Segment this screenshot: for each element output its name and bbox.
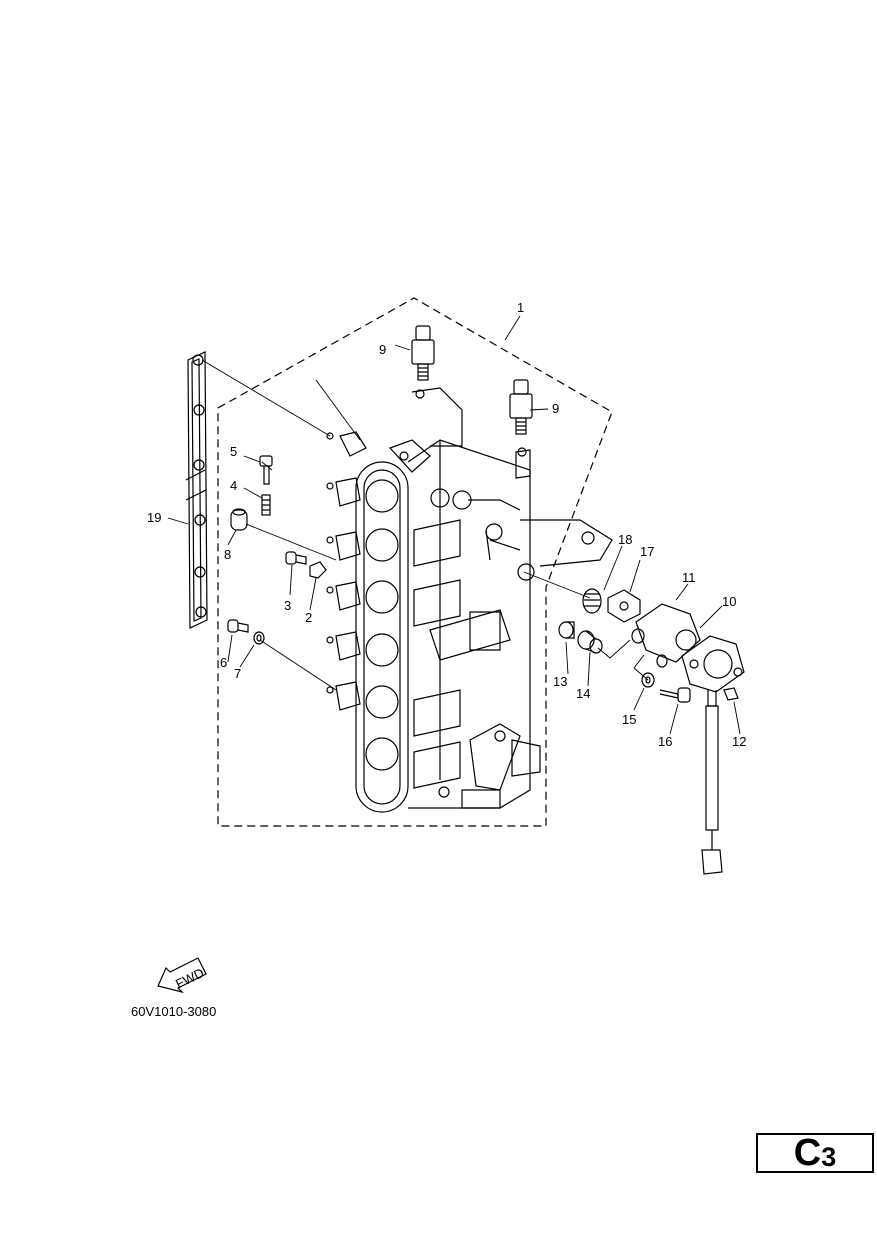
bushing-14 xyxy=(577,630,603,654)
callout-19: 19 xyxy=(147,510,161,525)
callout-13: 13 xyxy=(553,674,567,689)
screw-5 xyxy=(259,455,273,485)
screw-3 xyxy=(285,551,307,565)
hose-fitting-9-right xyxy=(509,379,533,435)
callout-3: 3 xyxy=(284,598,291,613)
block-17 xyxy=(607,589,641,623)
cap-8 xyxy=(230,508,248,531)
gasket-19 xyxy=(185,351,208,629)
callout-11: 11 xyxy=(682,570,696,585)
cover-11 xyxy=(631,603,701,668)
page-letter: C xyxy=(793,1132,822,1174)
throttle-body-1 xyxy=(355,387,613,813)
callout-15: 15 xyxy=(622,712,636,727)
screw-16 xyxy=(659,687,691,703)
washer-7 xyxy=(253,631,265,645)
callout-16: 16 xyxy=(658,734,672,749)
callout-4: 4 xyxy=(230,478,237,493)
callout-9-left: 9 xyxy=(379,342,386,357)
washer-15 xyxy=(641,672,655,688)
callout-14: 14 xyxy=(576,686,590,701)
mounting-bosses xyxy=(326,431,367,711)
spring-4 xyxy=(261,494,271,516)
assembly-boundary xyxy=(217,297,613,827)
page-reference: C 3 xyxy=(756,1133,874,1173)
callout-9-right: 9 xyxy=(552,401,559,416)
hose-fitting-9-left xyxy=(411,325,435,381)
callout-10: 10 xyxy=(722,594,736,609)
callout-12: 12 xyxy=(732,734,746,749)
screw-12 xyxy=(723,687,739,701)
callout-6: 6 xyxy=(220,655,227,670)
callout-1: 1 xyxy=(517,300,524,315)
callout-7: 7 xyxy=(234,666,241,681)
callout-labels: 1 2 3 4 5 6 7 8 9 9 10 11 12 13 14 15 16… xyxy=(147,300,746,749)
collar-13 xyxy=(558,621,575,639)
fwd-arrow-icon: FWD xyxy=(157,957,207,994)
callout-18: 18 xyxy=(618,532,632,547)
sensor-10 xyxy=(681,635,745,875)
leader-lines xyxy=(167,315,741,735)
callout-2: 2 xyxy=(305,610,312,625)
spring-18 xyxy=(582,588,602,614)
callout-5: 5 xyxy=(230,444,237,459)
callout-17: 17 xyxy=(640,544,654,559)
page-number: 3 xyxy=(821,1141,837,1172)
callout-8: 8 xyxy=(224,547,231,562)
screw-6 xyxy=(227,619,249,633)
part-code: 60V1010-3080 xyxy=(131,1004,217,1019)
nut-2 xyxy=(309,561,327,579)
